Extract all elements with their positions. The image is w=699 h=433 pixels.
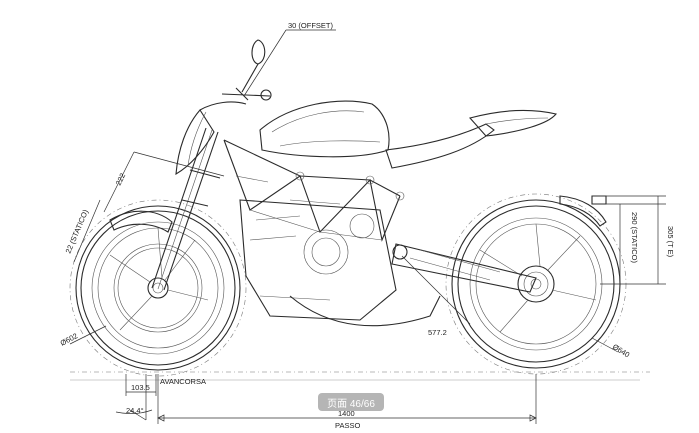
label-222: 222 — [114, 172, 128, 187]
wheelbase-value: 1400 — [338, 409, 355, 418]
trail-label: AVANCORSA — [160, 377, 206, 386]
exhaust — [289, 295, 441, 327]
offset-label: 30 (OFFSET) — [288, 21, 334, 30]
dimension-trail — [125, 374, 157, 396]
label-577: 577.2 — [428, 328, 447, 337]
rear-wheel — [445, 193, 627, 375]
page-indicator-badge: 页面 46/66 — [318, 393, 384, 411]
dimension-rear-heights — [600, 195, 666, 285]
front-dia-leader — [69, 325, 107, 345]
trail-value: 103.5 — [131, 383, 150, 392]
label-305: 305 (T E) — [666, 226, 675, 258]
dimension-rake — [115, 374, 153, 421]
rake-angle-label: 24.4° — [126, 406, 144, 415]
dimension-offset — [243, 29, 336, 97]
label-290-static: 290 (STATICO) — [630, 212, 639, 263]
dimension-wheelbase — [157, 374, 537, 424]
swingarm — [391, 243, 537, 293]
dimension-22-static — [73, 199, 101, 263]
rear-wheel-dia-label: Ø640 — [611, 342, 631, 359]
rear-dia-leader — [591, 337, 619, 353]
front-fork — [151, 127, 221, 291]
engine — [239, 199, 397, 321]
seat-tail — [385, 109, 557, 169]
headlight-cowl — [175, 101, 247, 175]
license-bracket — [559, 195, 607, 227]
dimension-577 — [401, 255, 471, 325]
trellis-frame — [223, 139, 405, 242]
fuel-tank — [259, 100, 390, 158]
front-wheel — [69, 199, 247, 377]
dimension-222 — [103, 151, 225, 213]
page-indicator-text: 页面 46/66 — [327, 398, 375, 410]
wheelbase-label: PASSO — [335, 421, 360, 430]
front-wheel-dia-label: Ø602 — [59, 331, 79, 348]
handlebar-mirror — [221, 39, 272, 101]
front-fender — [109, 210, 173, 233]
tail-light — [591, 195, 607, 205]
